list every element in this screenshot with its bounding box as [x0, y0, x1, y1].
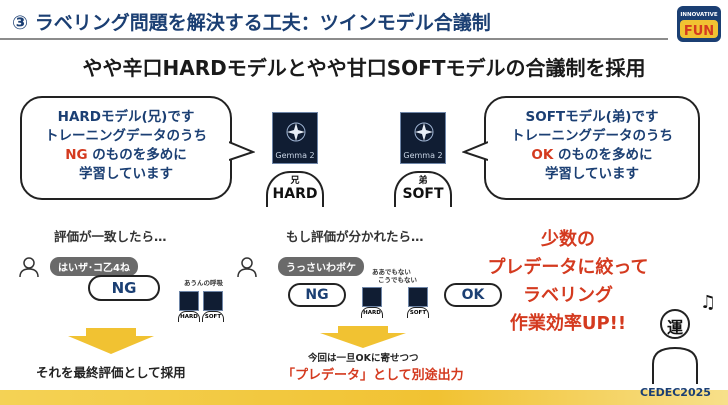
conclusion-line2: プレデータに絞って [487, 257, 649, 278]
soft-bubble-line2: トレーニングデータのうち [511, 128, 673, 144]
footer-bar [0, 390, 728, 405]
soft-bubble-tail [462, 141, 488, 161]
disagree-comment-tag: うっさいわボケ [278, 257, 364, 276]
hard-bubble-line3-rest: のものを多めに [87, 147, 187, 163]
conclusion-line3: ラベリング [523, 285, 613, 306]
hard-model-card: Gemma 2 [272, 112, 318, 164]
disagree-result-line2: 「プレデータ」として別途出力 [282, 368, 464, 383]
soft-bubble-line1: SOFTモデル(弟)です [525, 109, 659, 125]
soft-bubble-line3-rest: のものを多めに [553, 147, 653, 163]
logo-main-text: FUN [684, 24, 714, 39]
slide-subtitle: やや辛口HARDモデルとやや甘口SOFTモデルの合議制を採用 [82, 56, 646, 80]
soft-model-base: 弟 SOFT [394, 171, 452, 207]
innovative-fun-logo: INNOVATIVE FUN [675, 4, 723, 44]
disagree-note-line1: ああでもない [372, 268, 411, 276]
soft-bubble-line4: 学習しています [544, 166, 640, 182]
title-divider [0, 38, 668, 40]
slide-title: ③ ラベリング問題を解決する工夫：ツインモデル合議制 [12, 12, 491, 34]
hard-bubble-line1: HARDモデル(兄)です [57, 109, 195, 125]
mini-soft-card [203, 291, 223, 311]
hard-bubble-line3: NG のものを多めに [22, 146, 230, 165]
soft-card-label: Gemma 2 [403, 151, 443, 160]
agree-verdict-pill: NG [88, 275, 160, 301]
soft-base-small: 弟 [418, 176, 428, 186]
mini-soft-card [408, 287, 428, 307]
gemma-sparkle-icon [414, 122, 434, 142]
agree-comment-tag: はいザ･コ乙4ね [50, 257, 138, 276]
disagree-note-line2: こうでもない [378, 276, 417, 284]
conclusion-line4: 作業効率UP!! [509, 313, 627, 334]
mascot-face-text: 運 [666, 318, 683, 337]
disagree-verdict-ng: NG [288, 283, 346, 307]
hard-model-base: 兄 HARD [266, 171, 324, 207]
hard-bubble-highlight: NG [65, 147, 88, 163]
mini-hard-base: HARD [178, 311, 200, 322]
soft-base-label: SOFT [402, 186, 444, 202]
hard-bubble-tail [229, 141, 255, 161]
logo-top-text: INNOVATIVE [680, 12, 718, 18]
agree-note: あうんの呼吸 [184, 279, 223, 287]
soft-bubble-highlight: OK [531, 147, 554, 163]
mini-soft-base: SOFT [202, 311, 224, 322]
mini-hard-card [179, 291, 199, 311]
disagree-verdict-ok: OK [444, 283, 502, 307]
disagree-label: もし評価が分かれたら… [286, 229, 424, 244]
soft-model-card: Gemma 2 [400, 112, 446, 164]
user-icon [237, 257, 257, 278]
disagree-arrow-icon [320, 326, 406, 348]
hard-bubble-line4: 学習しています [78, 166, 174, 182]
conclusion-text: 少数の プレデータに絞って ラベリング 作業効率UP!! [480, 226, 656, 338]
hard-base-small: 兄 [290, 176, 300, 186]
soft-model-bubble: SOFTモデル(弟)です トレーニングデータのうち OK のものを多めに 学習し… [484, 96, 700, 200]
agree-result: それを最終評価として採用 [36, 365, 186, 380]
mascot-person-icon [652, 309, 698, 384]
agree-label: 評価が一致したら… [54, 229, 167, 244]
conclusion-line1: 少数の [541, 229, 595, 250]
gemma-sparkle-icon [286, 122, 306, 142]
user-icon [19, 257, 39, 278]
music-note-icon: ♫ [700, 292, 717, 313]
cedec-logo: CEDEC2025 [640, 386, 711, 399]
agree-arrow-icon [68, 328, 154, 354]
mini-hard-base: HARD [361, 307, 383, 318]
hard-card-label: Gemma 2 [275, 151, 315, 160]
mini-hard-card [362, 287, 382, 307]
hard-bubble-line2: トレーニングデータのうち [45, 128, 207, 144]
hard-model-bubble: HARDモデル(兄)です トレーニングデータのうち NG のものを多めに 学習し… [20, 96, 232, 200]
hard-base-label: HARD [272, 186, 318, 202]
soft-bubble-line3: OK のものを多めに [486, 146, 698, 165]
mini-soft-base: SOFT [407, 307, 429, 318]
disagree-result-line1: 今回は一旦OKに寄せつつ [308, 353, 419, 364]
